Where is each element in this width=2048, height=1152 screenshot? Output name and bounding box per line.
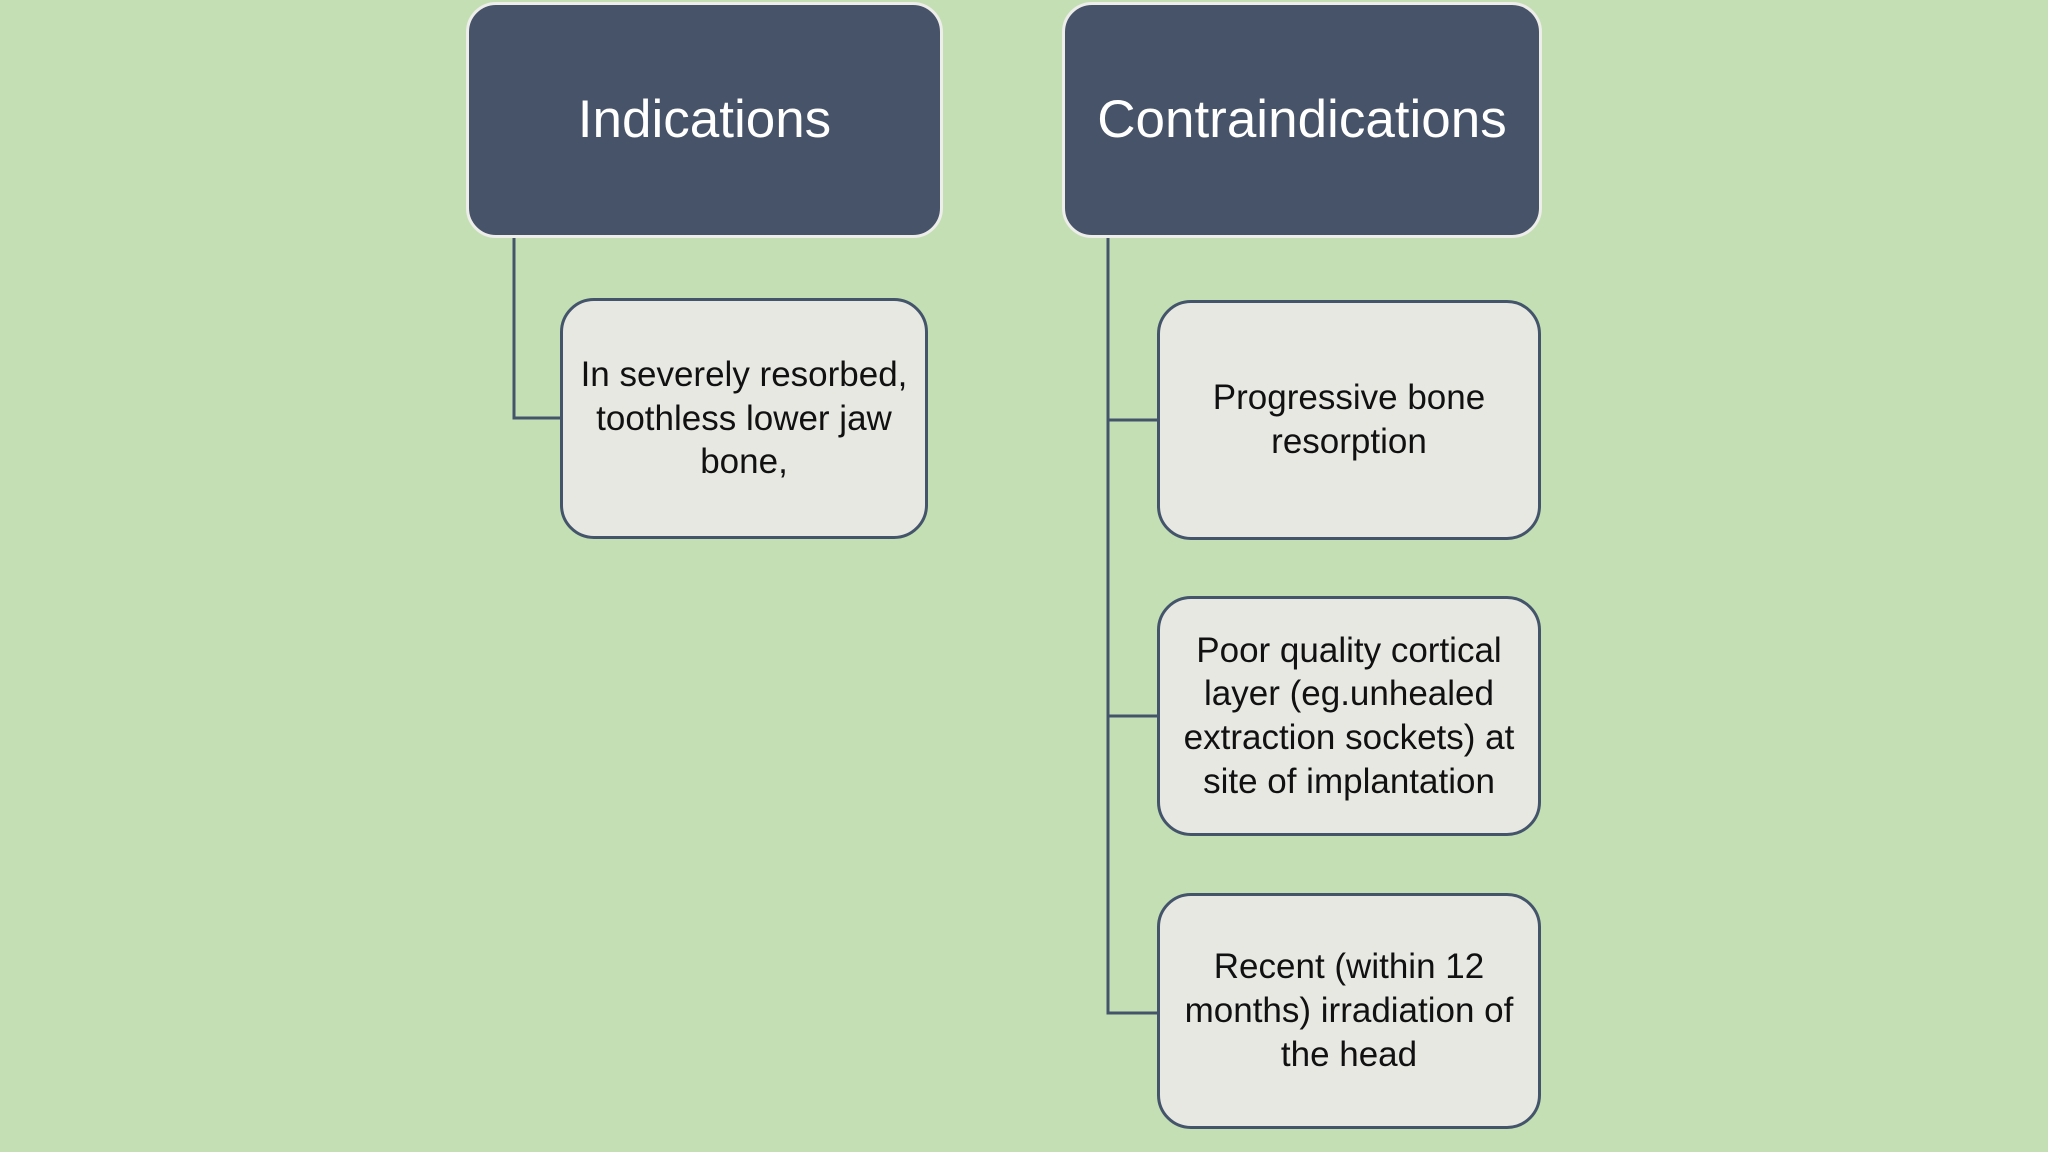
connector-indications-elbow [512,237,560,420]
header-label-indications: Indications [577,90,832,150]
header-box-indications: Indications [466,2,943,238]
child-text-indication-1: In severely resorbed, toothless lower ja… [580,354,908,482]
header-label-contraindications: Contraindications [1097,90,1507,150]
child-text-contraindication-1: Progressive bone resorption [1212,378,1486,461]
child-box-contraindication-1: Progressive bone resorption [1157,300,1541,540]
child-text-contraindication-3: Recent (within 12 months) irradiation of… [1184,947,1514,1074]
child-text-contraindication-2: Poor quality cortical layer (eg.unhealed… [1183,630,1515,801]
connector-contraindications-trunk [1106,237,1157,1015]
child-box-indication-1: In severely resorbed, toothless lower ja… [560,298,928,539]
child-box-contraindication-3: Recent (within 12 months) irradiation of… [1157,893,1541,1129]
header-box-contraindications: Contraindications [1062,2,1542,238]
child-box-contraindication-2: Poor quality cortical layer (eg.unhealed… [1157,596,1541,836]
